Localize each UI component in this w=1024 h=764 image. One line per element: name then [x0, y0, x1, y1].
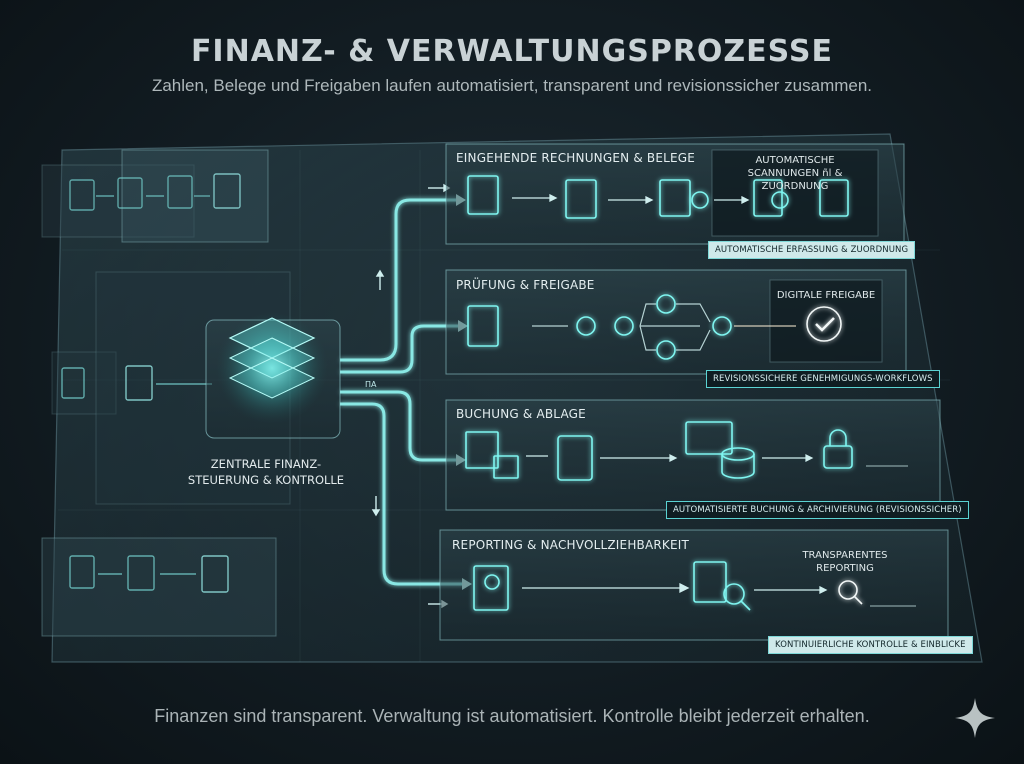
central-control-label: ZENTRALE FINANZ- STEUERUNG & KONTROLLE — [176, 456, 356, 488]
highlight-incoming-line2: SCANNUNGEN ñl & ZUORDNUNG — [747, 168, 843, 192]
highlight-reporting-line1: TRANSPARENTES — [802, 550, 888, 561]
page-title: FINANZ- & VERWALTUNGSPROZESSE — [190, 34, 834, 69]
panel-title-approval: PRÜFUNG & FREIGABE — [456, 278, 595, 292]
highlight-incoming-line1: AUTOMATISCHE — [755, 155, 835, 166]
panel-incoming-invoices — [445, 143, 905, 245]
connector-pipes — [340, 198, 466, 586]
sparkle-icon — [955, 698, 995, 738]
pipe-to-panel-1 — [340, 198, 460, 362]
highlight-reporting: TRANSPARENTES REPORTING — [790, 549, 900, 575]
caption-approval: REVISIONSSICHERE GENEHMIGUNGS-WORKFLOWS — [706, 370, 940, 388]
footer-text: Finanzen sind transparent. Verwaltung is… — [154, 706, 870, 726]
panel-reporting — [439, 529, 949, 641]
caption-booking: AUTOMATISIERTE BUCHUNG & ARCHIVIERUNG (R… — [666, 501, 969, 519]
left-panel-bottom — [41, 537, 277, 637]
panel-booking — [445, 399, 941, 511]
central-label-line1: ZENTRALE FINANZ- — [210, 457, 322, 471]
highlight-reporting-line2: REPORTING — [816, 563, 874, 574]
central-label-line2: STEUERUNG & KONTROLLE — [187, 473, 345, 487]
panel-title-incoming: EINGEHENDE RECHNUNGEN & BELEGE — [456, 151, 696, 165]
caption-reporting: KONTINUIERLICHE KONTROLLE & EINBLICKE — [768, 636, 973, 654]
pipe-to-panel-3 — [340, 390, 460, 462]
core-cube — [205, 312, 341, 439]
page-subtitle: Zahlen, Belege und Freigaben laufen auto… — [151, 76, 873, 95]
left-doc-flow-middle — [61, 365, 212, 401]
panel-title-booking: BUCHUNG & ABLAGE — [456, 407, 586, 421]
panel-title-reporting: REPORTING & NACHVOLLZIEHBARKEIT — [452, 538, 690, 552]
connector-label: ПА — [365, 380, 377, 389]
caption-incoming: AUTOMATISCHE ERFASSUNG & ZUORDNUNG — [708, 241, 916, 259]
highlight-incoming: AUTOMATISCHE SCANNUNGEN ñl & ZUORDNUNG — [714, 154, 876, 193]
left-doc-flow-bottom — [69, 555, 229, 593]
pipe-to-panel-2 — [340, 324, 462, 374]
pipe-to-panel-4 — [340, 402, 466, 586]
left-doc-flow-top — [69, 173, 241, 211]
highlight-approval: DIGITALE FREIGABE — [776, 290, 876, 301]
panel-approval — [445, 269, 907, 375]
